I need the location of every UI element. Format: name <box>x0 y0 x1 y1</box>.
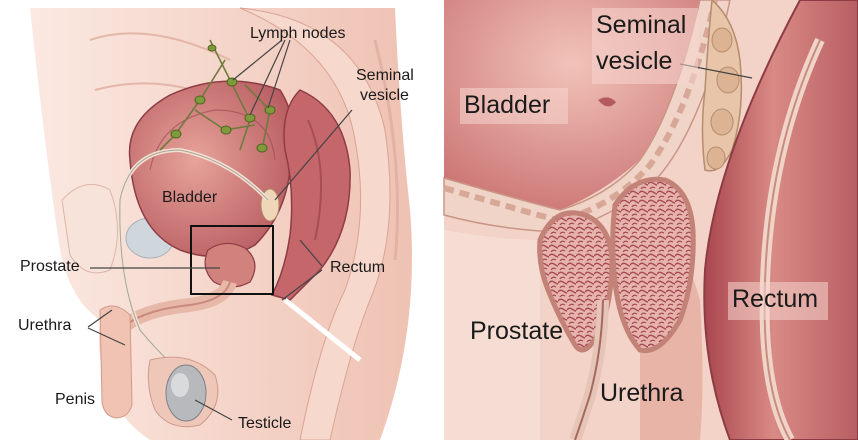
lymph-node <box>257 144 267 152</box>
label-bladder: Bladder <box>162 190 217 207</box>
label-rectum: Rectum <box>330 260 385 277</box>
lymph-node <box>208 45 216 51</box>
label-urethra: Urethra <box>18 318 71 335</box>
label-penis: Penis <box>55 392 95 409</box>
label-seminal-vesicle-2: vesicle <box>360 88 409 105</box>
penis-shape <box>100 306 132 418</box>
zoom-label-seminal-2: vesicle <box>596 48 672 74</box>
zoom-label-seminal-1: Seminal <box>596 12 686 38</box>
label-seminal-vesicle-1: Seminal <box>356 68 414 85</box>
zoom-label-bladder: Bladder <box>464 92 550 118</box>
label-lymph-nodes: Lymph nodes <box>250 26 345 43</box>
prostate-shape <box>205 243 255 287</box>
lymph-node <box>171 130 181 138</box>
left-panel-illustration <box>0 0 436 440</box>
zoom-label-urethra: Urethra <box>600 380 683 406</box>
lymph-node <box>265 106 275 114</box>
lymph-node <box>245 114 255 122</box>
label-testicle: Testicle <box>238 416 291 433</box>
lymph-node <box>227 78 237 86</box>
zoom-label-prostate: Prostate <box>470 318 563 344</box>
lymph-node <box>195 96 205 104</box>
zoom-label-rectum: Rectum <box>732 286 818 312</box>
label-prostate: Prostate <box>20 259 80 276</box>
lymph-node <box>221 126 231 134</box>
